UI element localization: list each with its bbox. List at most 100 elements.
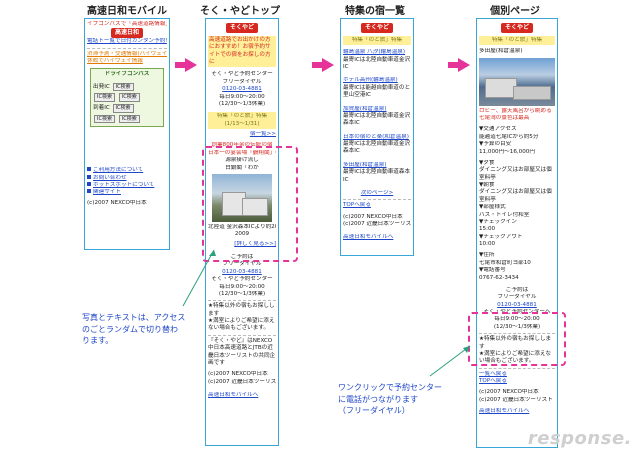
- ic-search-button[interactable]: IC検索: [112, 82, 134, 92]
- detail-line: ▼予算の目安: [479, 141, 512, 148]
- building-shape: [242, 197, 268, 216]
- highlight-booking-call: [468, 312, 566, 366]
- detail-line: ダイニング又はお部屋又は個室料亭: [479, 167, 552, 181]
- list-item[interactable]: ホテル高州(輪島温泉) 最寄ICは能越自動車道のと里山空港IC: [343, 77, 411, 99]
- note: ★満室によりご希望に添えない場合もございます。: [479, 350, 552, 365]
- hotel-name-link[interactable]: 輪島温泉 八汐(輪島温泉): [343, 49, 406, 56]
- booking-line: (12/30〜1/3休業): [218, 290, 266, 297]
- top-link[interactable]: TOPへ戻る: [343, 202, 371, 209]
- building-shape: [513, 85, 551, 100]
- back-to-list-link[interactable]: 一覧へ戻る: [479, 370, 507, 377]
- detail-line: 七尾市和倉町ヨ部10: [479, 259, 531, 266]
- phone-detail-page: そくやど 特集「のと旅」特集 多田屋(和倉温泉) ロビー、露天風呂から眺める 七…: [476, 18, 558, 448]
- feature-line: 源泉掛け流し: [225, 157, 259, 164]
- link-hotspot[interactable]: ホットスポットについて: [87, 181, 167, 189]
- home-link[interactable]: 高速日和モバイルへ: [343, 234, 394, 241]
- link-contact[interactable]: お問い合わせ: [87, 174, 167, 182]
- next-page-link[interactable]: 次のページ>: [360, 189, 394, 196]
- list-item[interactable]: 日本の宿のと楽(和倉温泉) 最寄ICは北陸自動車道金沢森本IC: [343, 134, 411, 156]
- detail-line: ▼夕食: [479, 159, 495, 166]
- callout-line-right: [429, 345, 471, 377]
- booking-line: 毎日9:00〜20:00: [219, 283, 265, 290]
- booking-line: 毎日9:00〜20:00: [494, 316, 540, 323]
- note: ★満室によりご希望に添えない場合もございます。: [208, 318, 275, 332]
- phone-link[interactable]: 0120-03-4881: [497, 301, 537, 308]
- contact-line: (12/30〜1/3休業): [218, 100, 266, 107]
- copyright: (c)2007 近畿日本ツーリスト: [343, 221, 411, 228]
- bullet-icon: [87, 167, 91, 172]
- hotel-name-link[interactable]: ホテル高州(輪島温泉): [343, 77, 398, 84]
- ic-search-button[interactable]: IC検索: [94, 93, 115, 102]
- callout-line: に電話がつながります: [338, 394, 418, 404]
- top-link[interactable]: TOPへ戻る: [479, 378, 507, 385]
- home-link[interactable]: 高速日和モバイルへ: [208, 392, 259, 399]
- sokuyado-logo: そくやど: [208, 23, 276, 33]
- hotel-access: 最寄ICは北陸自動車道森本IC: [343, 169, 411, 183]
- detail-line: ▼部屋様式: [479, 204, 506, 211]
- detail-line: 10:00: [479, 241, 496, 248]
- callout-one-click-call: ワンクリックで予約センター に電話がつながります （フリーダイヤル）: [338, 382, 468, 417]
- callout-line: （フリーダイヤル）: [338, 406, 410, 416]
- form-row: IC検索 IC検索: [93, 92, 161, 103]
- callout-line: のごとランダムで切り替わ: [82, 324, 178, 334]
- contact-block: そく・やど予約センター フリーダイヤル 0120-03-4881 毎日9:00〜…: [208, 71, 276, 108]
- divider: [208, 334, 276, 336]
- hotel-list-link[interactable]: 宿一覧>>: [249, 131, 276, 138]
- hotel-name-link[interactable]: 多田屋(和倉温泉): [343, 161, 387, 168]
- sokuyado-logo: そくやど: [343, 23, 411, 33]
- link-traffic[interactable]: 渋滞予測・交通情報(ハイウェイ情報トップ)・渋滞予測: [87, 50, 167, 57]
- feature-line: 日本一の宴会場「鶴翔閣」の: [208, 149, 276, 156]
- hotel-name-link[interactable]: 加賀屋(和倉温泉): [343, 105, 387, 112]
- list-item[interactable]: 多田屋(和倉温泉) 最寄ICは北陸自動車道森本IC: [343, 162, 411, 184]
- link-related[interactable]: 関連サイト: [87, 189, 167, 196]
- detail-line: ▼交通アクセス: [479, 126, 517, 133]
- help-links: ご利用方法について お問い合わせ ホットスポットについて 関連サイト: [87, 167, 167, 197]
- detail-line: 能越道七尾ICから約5分: [479, 133, 539, 140]
- phone-link[interactable]: 0120-03-4881: [222, 268, 262, 275]
- phone-feature-list: そくやど 特集「のと旅」特集 輪島温泉 八汐(輪島温泉) 最寄ICは北陸自動車道…: [340, 18, 414, 256]
- feature-title: 特集「のと旅」特集: [216, 113, 268, 120]
- hotel-list: 輪島温泉 八汐(輪島温泉) 最寄ICは北陸自動車道金沢IC ホテル高州(輪島温泉…: [343, 49, 411, 184]
- intro-text: 高速道路でお出かけの方におすすめ！お宿予約サイトでの宿をお探しの方に: [209, 36, 271, 66]
- ic-search-button[interactable]: IC検索: [94, 114, 115, 124]
- title-sokuyado-top: そく・やどトップ: [200, 6, 280, 17]
- feature-line: 創業800年余の伝統の宿: [211, 142, 273, 149]
- ic-search-button[interactable]: IC検索: [118, 114, 140, 124]
- note: ★特集以外の宿もお探しします: [208, 303, 275, 317]
- detail-line: 15:00: [479, 226, 496, 233]
- copyright: (c)2007 NEXCO中日本: [208, 371, 268, 378]
- link-highway[interactable]: 休暇でハイウェイ情報: [87, 58, 143, 65]
- ic-search-button[interactable]: IC検索: [118, 93, 140, 102]
- form-row: IC検索 IC検索: [93, 114, 161, 125]
- divider: [479, 367, 555, 369]
- form-row: 出発IC IC検索: [93, 82, 161, 93]
- caption-line: 2009: [234, 231, 250, 238]
- phone-link[interactable]: 0120-03-4881: [222, 86, 262, 93]
- hotel-details: ▼交通アクセス 能越道七尾ICから約5分 ▼予算の目安 11,000円〜16,0…: [479, 126, 555, 282]
- list-item[interactable]: 輪島温泉 八汐(輪島温泉) 最寄ICは北陸自動車道金沢IC: [343, 49, 411, 71]
- ic-search-button[interactable]: IC検索: [112, 103, 134, 113]
- feature-header: 特集「のと旅」特集: [343, 35, 411, 46]
- feature-header: 特集「のと旅」特集: [479, 35, 555, 46]
- contact-line: そく・やど予約センター: [211, 71, 273, 78]
- list-item[interactable]: 加賀屋(和倉温泉) 最寄ICは北陸自動車道金沢森本IC: [343, 106, 411, 128]
- copyright: (c)2007 近畿日本ツーリスト: [208, 378, 276, 385]
- home-link[interactable]: 高速日和モバイルへ: [479, 408, 530, 415]
- brand-logo: 高速日和: [87, 28, 167, 39]
- hotel-name-link[interactable]: 日本の宿のと楽(和倉温泉): [343, 133, 409, 140]
- copyright: (c)2007 NEXCO中日本: [479, 389, 539, 396]
- bullet-icon: [87, 181, 91, 186]
- link-phone-list[interactable]: 電話トー覧で日付カンタン予約！情報】のと分布): [87, 38, 167, 45]
- drive-compass-box: ドライブコンパス 出発IC IC検索 IC検索 IC検索 到着IC IC検索 I…: [90, 68, 164, 128]
- link-usage[interactable]: ご利用方法について: [87, 167, 167, 174]
- caption-line: 北陸道 金沢森本ICより約20分: [208, 223, 276, 230]
- detail-link[interactable]: [詳しく見る>>]: [234, 240, 276, 247]
- bullet-icon: [87, 189, 91, 194]
- hotel-name: 多田屋(和倉温泉): [479, 48, 523, 55]
- title-mobile: 高速日和モバイル: [87, 6, 167, 17]
- intro-box: 高速道路でお出かけの方におすすめ！お宿予約サイトでの宿をお探しの方に: [208, 35, 276, 68]
- feature-title: 特集「のと旅」特集: [491, 36, 543, 43]
- copyright: (c)2007 NEXCO中日本: [87, 199, 147, 206]
- sokuyado-logo: そくやど: [479, 23, 555, 33]
- detail-line: ダイニング又はお部屋又は個室料亭: [479, 189, 552, 203]
